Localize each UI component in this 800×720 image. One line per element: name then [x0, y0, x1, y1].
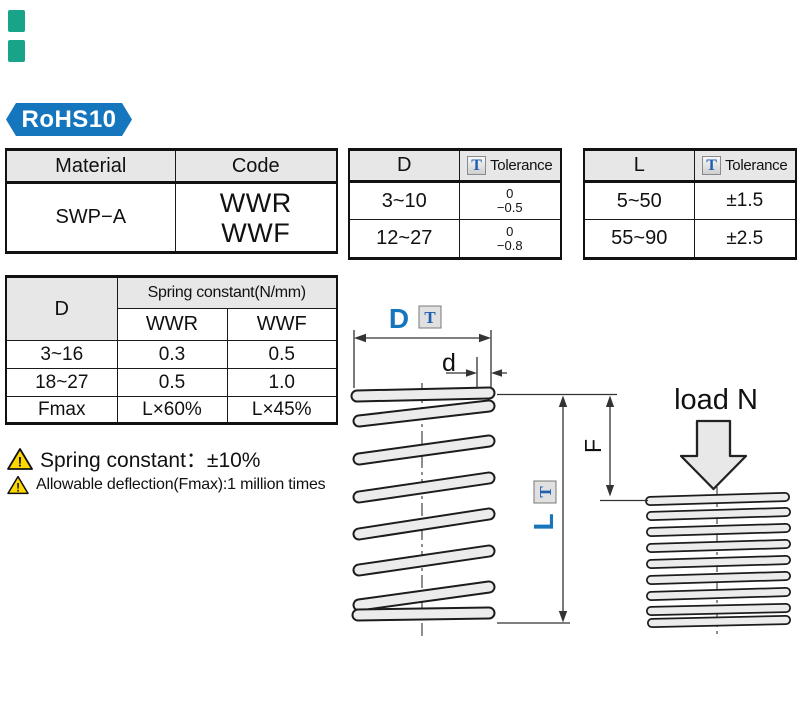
l-header: L	[583, 149, 695, 183]
dimension-l-label: L	[528, 513, 559, 530]
dimension-wire-d	[446, 357, 507, 389]
table-row: 3~16 0.3 0.5	[5, 340, 338, 369]
svg-text:T: T	[536, 486, 555, 498]
material-code-table: Material Code SWP−A WWR WWF	[5, 148, 338, 254]
tolerance-icon: T	[702, 156, 722, 175]
free-spring-drawing	[350, 386, 496, 622]
tolerance-header: T Tolerance	[458, 149, 562, 183]
dimension-f-label: F	[580, 439, 606, 453]
table-row: 55~90 ±2.5	[583, 219, 797, 259]
d-tolerance-table: D T Tolerance 3~10 0 −0.5 12~27 0	[348, 148, 562, 260]
d-header: D	[5, 276, 118, 341]
compressed-spring-drawing	[645, 492, 791, 628]
material-value: SWP−A	[5, 182, 176, 253]
wwr-header: WWR	[116, 308, 228, 341]
dimension-f	[605, 395, 615, 497]
corner-mark-icon	[8, 10, 25, 32]
material-header: Material	[5, 149, 176, 184]
svg-text:!: !	[16, 481, 20, 494]
dimension-d	[353, 330, 492, 388]
svg-text:!: !	[18, 454, 23, 470]
code-values: WWR WWF	[174, 182, 338, 253]
dimension-d-label: D	[389, 303, 409, 334]
dimension-l	[558, 395, 568, 623]
rohs-badge: RoHS10	[6, 103, 132, 136]
spring-constant-group-header: Spring constant(N/mm)	[116, 276, 338, 309]
svg-text:T: T	[424, 308, 436, 327]
note-spring-constant: ! Spring constant：±10%	[7, 444, 260, 474]
note-allowable-deflection: ! Allowable deflection(Fmax):1 million t…	[7, 475, 326, 495]
dimension-wire-label: d	[442, 349, 456, 377]
warning-icon: !	[7, 448, 33, 470]
d-header: D	[348, 149, 460, 183]
warning-icon: !	[7, 475, 29, 494]
spring-constant-table: D Spring constant(N/mm) WWR WWF 3~16 0.3…	[5, 275, 338, 425]
l-tolerance-table: L T Tolerance 5~50 ±1.5 55~90 ±2.5	[583, 148, 797, 260]
table-row: 12~27 0 −0.8	[348, 219, 562, 259]
tolerance-icon: T	[418, 305, 442, 329]
corner-mark-icon	[8, 40, 25, 62]
tolerance-icon: T	[533, 480, 557, 504]
table-row: 18~27 0.5 1.0	[5, 368, 338, 397]
table-row: Fmax L×60% L×45%	[5, 396, 338, 424]
load-arrow-icon	[679, 419, 748, 491]
wwf-header: WWF	[226, 308, 338, 341]
code-header: Code	[174, 149, 338, 184]
load-label: load N	[674, 384, 758, 416]
tolerance-icon: T	[467, 156, 487, 175]
tolerance-header: T Tolerance	[693, 149, 797, 183]
